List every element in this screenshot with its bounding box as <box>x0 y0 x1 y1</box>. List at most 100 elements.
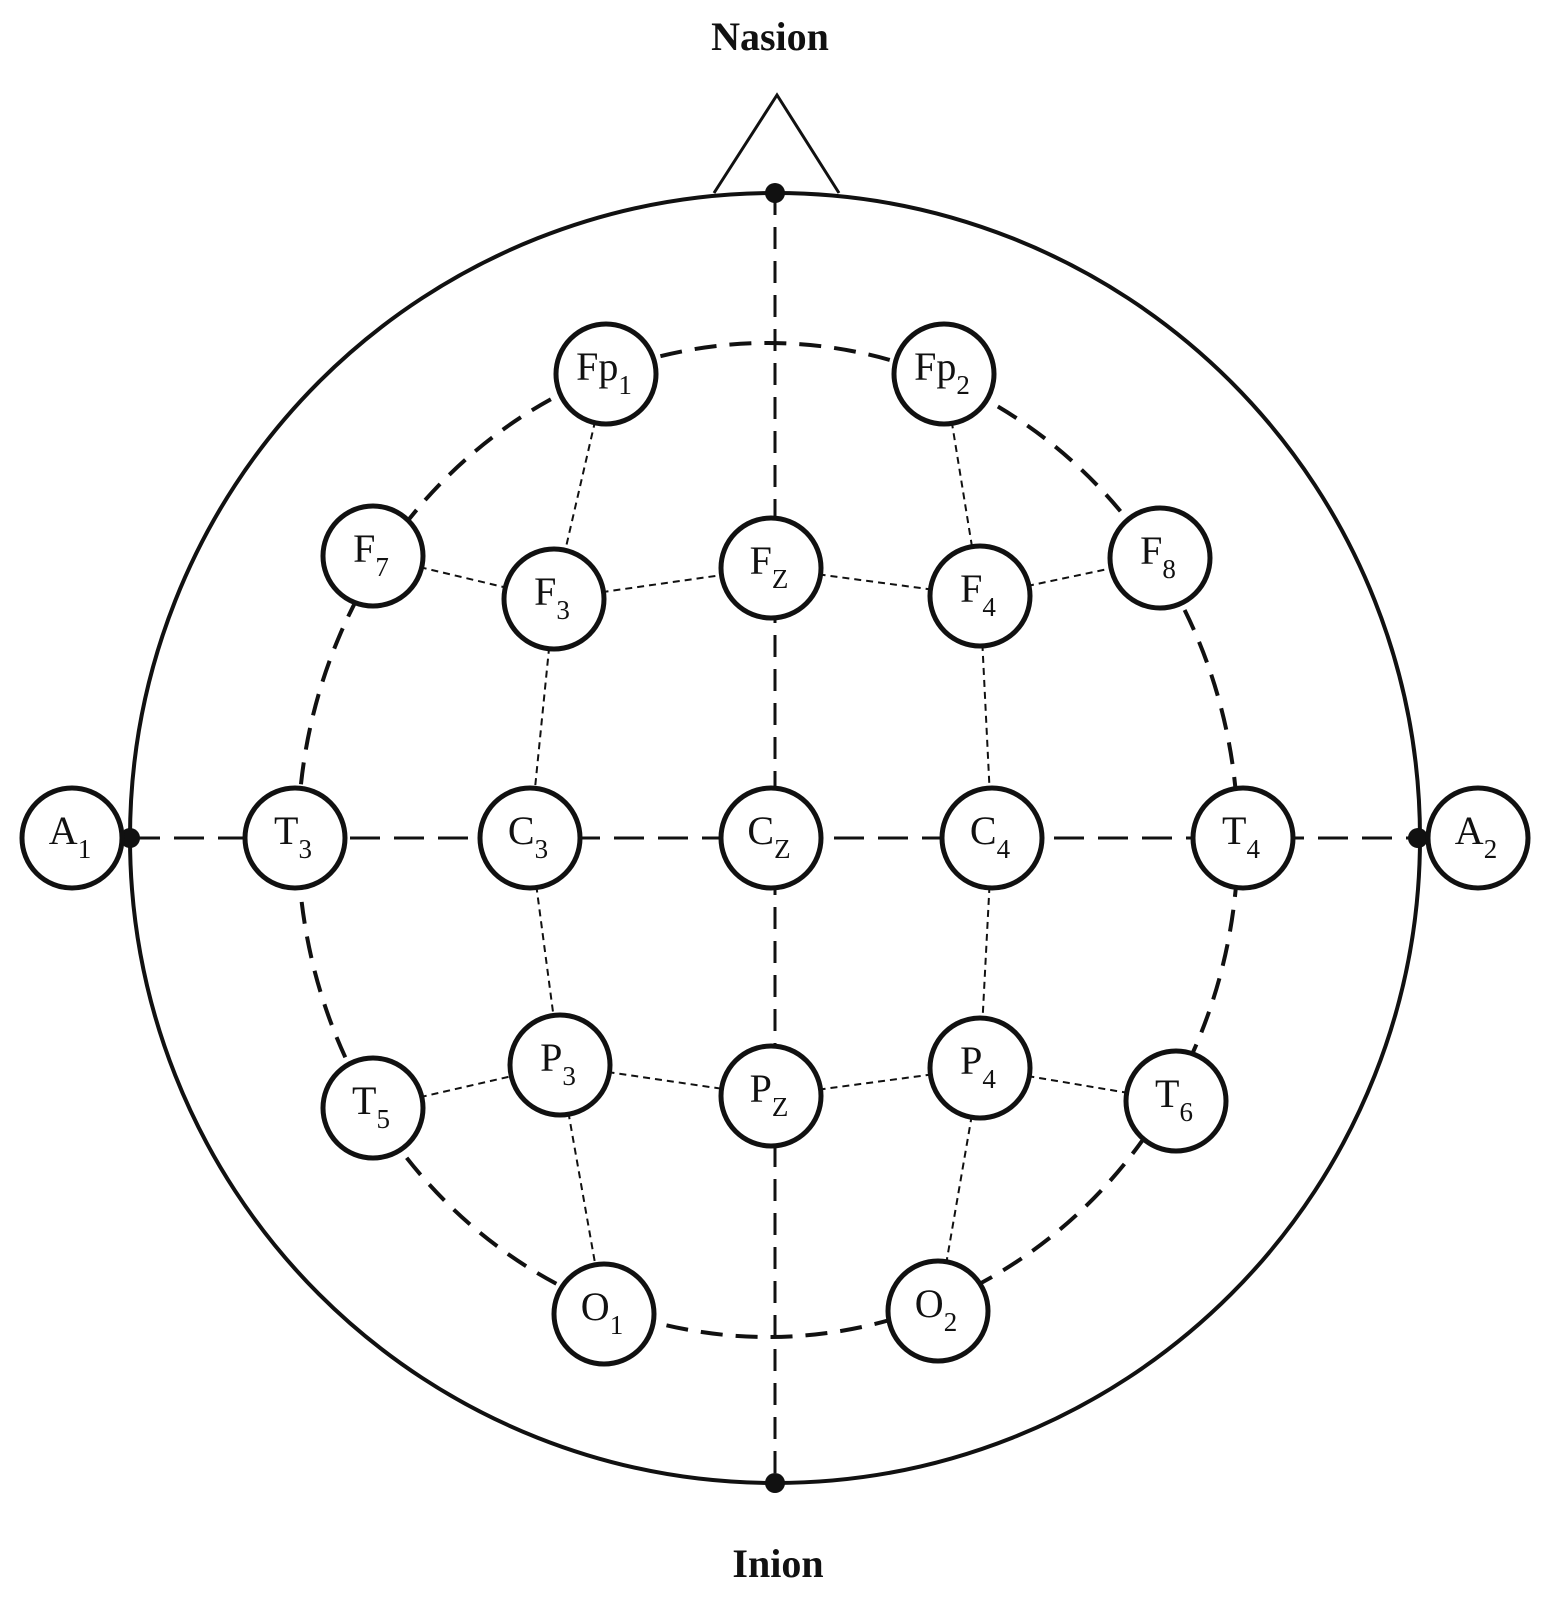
electrode-sub-fp1: 1 <box>618 370 632 400</box>
electrode-main-o2: O <box>915 1281 944 1326</box>
electrode-t3: T3 <box>242 785 348 891</box>
electrode-label-o2: O2 <box>915 1281 957 1337</box>
electrode-main-f8: F <box>1140 528 1162 573</box>
electrode-circle-t5 <box>320 1055 426 1161</box>
nose-outline <box>712 92 841 194</box>
right-preauricular-dot <box>1408 828 1428 848</box>
electrode-p3: P3 <box>507 1012 613 1118</box>
electrode-main-cz: C <box>747 808 774 853</box>
electrode-main-f7: F <box>353 526 375 571</box>
electrode-circle-f3 <box>501 546 607 652</box>
electrode-sub-f4: 4 <box>982 592 996 622</box>
electrode-sub-t5: 5 <box>376 1104 390 1134</box>
electrode-label-c3: C3 <box>508 808 548 864</box>
electrode-label-fp2: Fp2 <box>914 344 970 400</box>
electrode-fp2: Fp2 <box>891 321 997 427</box>
electrode-main-t3: T <box>274 808 298 853</box>
electrode-sub-pz: Z <box>772 1092 789 1122</box>
electrode-circle-f8 <box>1107 505 1213 611</box>
inion-label: Inion <box>732 1541 823 1586</box>
electrode-main-f4: F <box>960 566 982 611</box>
electrode-label-fz: FZ <box>750 538 789 594</box>
electrode-sub-a2: 2 <box>1484 834 1498 864</box>
electrode-t5: T5 <box>320 1055 426 1161</box>
electrode-sub-o1: 1 <box>610 1310 624 1340</box>
inion-dot <box>765 1473 785 1493</box>
electrode-label-c4: C4 <box>970 808 1011 864</box>
electrode-sub-f8: 8 <box>1162 554 1176 584</box>
electrode-pz: PZ <box>718 1043 824 1149</box>
electrode-c4: C4 <box>939 785 1045 891</box>
electrode-p4: P4 <box>927 1015 1033 1121</box>
electrode-main-pz: P <box>750 1066 772 1111</box>
electrode-t6: T6 <box>1123 1048 1229 1154</box>
electrode-label-p3: P3 <box>540 1035 576 1091</box>
electrode-sub-o2: 2 <box>944 1307 958 1337</box>
electrode-circle-t4 <box>1190 785 1296 891</box>
electrode-circle-cz <box>718 785 824 891</box>
electrode-circle-c4 <box>939 785 1045 891</box>
electrode-label-t5: T5 <box>352 1078 390 1134</box>
electrode-sub-p3: 3 <box>562 1061 576 1091</box>
electrode-a1: A1 <box>19 785 125 891</box>
connector-p4-t6 <box>979 1067 1177 1102</box>
electrode-circle-f7 <box>320 503 426 609</box>
electrode-main-fp1: Fp <box>576 344 618 389</box>
electrode-f4: F4 <box>927 543 1033 649</box>
nasion-label: Nasion <box>711 14 829 59</box>
electrode-fp1: Fp1 <box>553 321 659 427</box>
electrode-label-o1: O1 <box>581 1284 623 1340</box>
electrode-sub-a1: 1 <box>78 834 92 864</box>
electrode-c3: C3 <box>477 785 583 891</box>
electrode-label-f7: F7 <box>353 526 389 582</box>
electrode-label-cz: CZ <box>747 808 790 864</box>
electrode-f3: F3 <box>501 546 607 652</box>
electrode-main-c4: C <box>970 808 997 853</box>
electrode-sub-fp2: 2 <box>956 370 970 400</box>
electrode-sub-t4: 4 <box>1246 834 1260 864</box>
left-preauricular-dot <box>120 828 140 848</box>
electrode-sub-t3: 3 <box>298 834 312 864</box>
electrode-sub-c4: 4 <box>997 834 1011 864</box>
electrode-label-t6: T6 <box>1155 1071 1193 1127</box>
electrode-label-f4: F4 <box>960 566 996 622</box>
electrode-f7: F7 <box>320 503 426 609</box>
electrode-o2: O2 <box>885 1258 991 1364</box>
electrode-main-a1: A <box>49 808 78 853</box>
electrode-main-fz: F <box>750 538 772 583</box>
electrode-main-p4: P <box>960 1038 982 1083</box>
electrode-circle-t3 <box>242 785 348 891</box>
nasion-dot <box>765 183 785 203</box>
electrode-t4: T4 <box>1190 785 1296 891</box>
electrode-circle-a2 <box>1425 785 1531 891</box>
electrode-circle-fp2 <box>891 321 997 427</box>
electrode-circle-a1 <box>19 785 125 891</box>
electrode-label-t3: T3 <box>274 808 312 864</box>
electrode-circle-c3 <box>477 785 583 891</box>
electrode-circle-pz <box>718 1043 824 1149</box>
electrode-circle-f4 <box>927 543 1033 649</box>
electrode-main-c3: C <box>508 808 535 853</box>
electrode-main-fp2: Fp <box>914 344 956 389</box>
electrode-label-a2: A2 <box>1455 808 1497 864</box>
electrode-circle-o1 <box>551 1261 657 1367</box>
electrode-o1: O1 <box>551 1261 657 1367</box>
electrode-sub-t6: 6 <box>1179 1097 1193 1127</box>
electrode-circle-p4 <box>927 1015 1033 1121</box>
electrode-label-pz: PZ <box>750 1066 789 1122</box>
electrode-main-t5: T <box>352 1078 376 1123</box>
electrode-main-o1: O <box>581 1284 610 1329</box>
electrode-circle-p3 <box>507 1012 613 1118</box>
electrode-main-a2: A <box>1455 808 1484 853</box>
electrode-a2: A2 <box>1425 785 1531 891</box>
electrode-label-t4: T4 <box>1222 808 1260 864</box>
electrode-sub-fz: Z <box>772 564 789 594</box>
electrode-sub-f7: 7 <box>375 552 389 582</box>
electrode-main-p3: P <box>540 1035 562 1080</box>
electrode-cz: CZ <box>718 785 824 891</box>
electrode-f8: F8 <box>1107 505 1213 611</box>
electrode-fz: FZ <box>718 515 824 621</box>
electrode-label-p4: P4 <box>960 1038 996 1094</box>
